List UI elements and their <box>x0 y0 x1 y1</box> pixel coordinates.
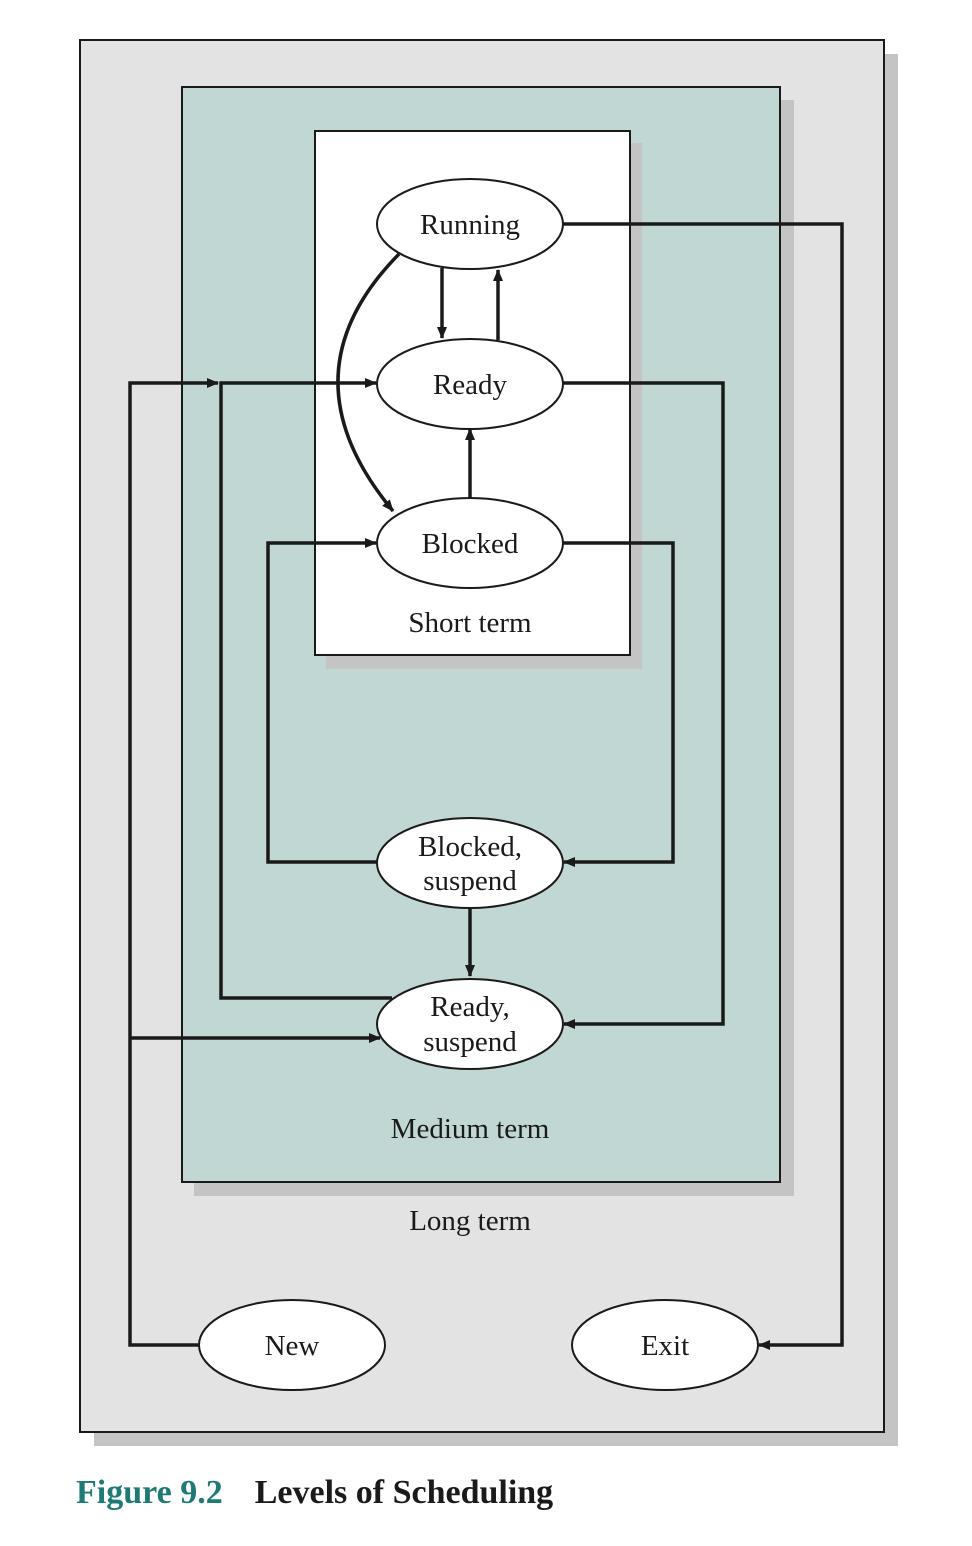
state-ellipse <box>376 178 564 270</box>
long-term-label: Long term <box>409 1205 531 1237</box>
state-ellipse <box>376 978 564 1070</box>
arrow-blocked-to-blocked-suspend <box>563 541 675 867</box>
levels-of-scheduling-diagram: Running Ready Blocked Blocked, suspend R… <box>79 39 898 1446</box>
state-ellipse <box>376 338 564 430</box>
state-exit: Exit <box>571 1299 759 1391</box>
state-ready: Ready <box>376 338 564 430</box>
arrow-ready-to-ready-suspend <box>563 381 725 1029</box>
arrow-new-to-ready <box>128 378 219 1347</box>
arrow-blocked-suspend-to-blocked <box>266 538 378 864</box>
state-exit-label: Exit <box>641 1330 689 1362</box>
state-blocked-suspend-label-line1: Blocked, <box>418 831 522 863</box>
state-ellipse <box>571 1299 759 1391</box>
state-ellipse <box>198 1299 386 1391</box>
figure-number: Figure 9.2 <box>76 1474 223 1511</box>
arrow-running-to-exit <box>563 222 844 1350</box>
short-term-label: Short term <box>408 607 532 639</box>
state-blocked: Blocked <box>376 497 564 589</box>
medium-term-label: Medium term <box>391 1113 550 1145</box>
arrow-ready-suspend-to-ready <box>219 378 392 1000</box>
state-ellipse <box>376 497 564 589</box>
state-blocked-suspend: Blocked, suspend <box>376 817 564 909</box>
state-running: Running <box>376 178 564 270</box>
state-new: New <box>198 1299 386 1391</box>
figure-caption: Figure 9.2 Levels of Scheduling <box>76 1474 553 1512</box>
state-ready-suspend: Ready, suspend <box>376 978 564 1070</box>
state-ready-suspend-label-line2: suspend <box>423 1026 517 1058</box>
state-ready-label: Ready <box>433 369 508 401</box>
state-new-label: New <box>265 1330 320 1362</box>
figure-title: Levels of Scheduling <box>254 1474 554 1511</box>
state-ellipse <box>376 817 564 909</box>
state-running-label: Running <box>420 209 520 241</box>
arrow-running-to-blocked <box>336 252 401 513</box>
state-ready-suspend-label-line1: Ready, <box>430 991 509 1023</box>
state-blocked-suspend-label-line2: suspend <box>423 865 517 897</box>
state-blocked-label: Blocked <box>422 528 519 560</box>
